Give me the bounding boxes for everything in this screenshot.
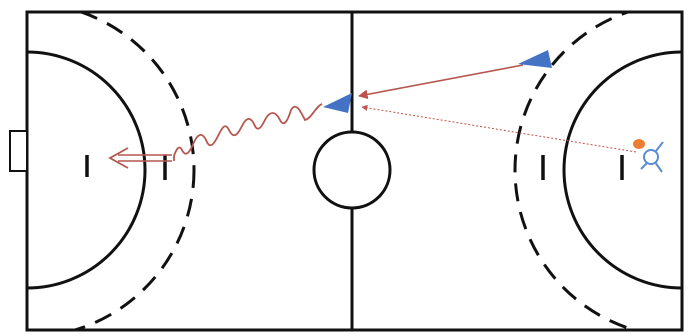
shot-arrow-head xyxy=(108,147,129,169)
player-icon xyxy=(640,141,664,173)
right-goal-area-line xyxy=(562,50,682,290)
left-goal-area-line xyxy=(27,50,147,290)
cone-icon xyxy=(518,50,552,68)
dribble-path xyxy=(173,103,323,161)
center-circle xyxy=(312,130,392,210)
pass-path-solid xyxy=(358,64,524,100)
goal-icon xyxy=(9,130,28,172)
ball-icon xyxy=(633,139,645,149)
cone-icon xyxy=(323,93,352,113)
right-free-throw-line xyxy=(513,12,640,330)
left-free-throw-line xyxy=(69,12,196,330)
